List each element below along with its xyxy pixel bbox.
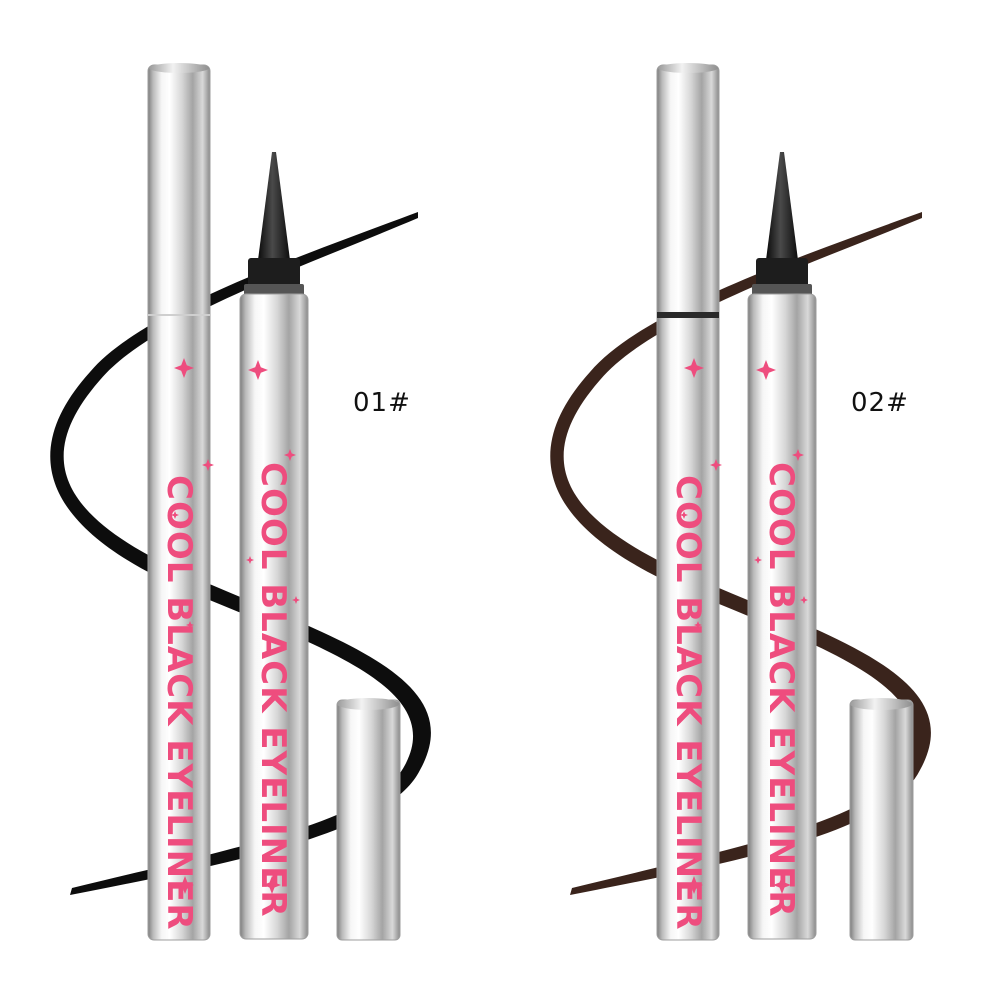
cap-1 bbox=[336, 698, 401, 941]
sparkle-icon bbox=[171, 511, 179, 519]
cap-2 bbox=[849, 698, 914, 941]
sparkle-icon bbox=[694, 621, 702, 629]
sparkle-icon bbox=[800, 596, 808, 604]
sparkle-icon bbox=[284, 449, 296, 461]
sparkle-icon bbox=[292, 596, 300, 604]
barrel-text: COOL BLACK EYELINER bbox=[761, 462, 801, 918]
sparkle-icon bbox=[710, 459, 722, 471]
sparkle-icon bbox=[684, 358, 704, 378]
liner-stroke-brown bbox=[550, 212, 931, 895]
sparkle-icon bbox=[754, 556, 762, 564]
capped-pen-2: COOL BLACK EYELINER bbox=[656, 63, 720, 941]
sparkle-icon bbox=[246, 556, 254, 564]
sparkle-icon bbox=[773, 876, 791, 894]
capped-pen-1: COOL BLACK EYELINER bbox=[147, 63, 211, 941]
sparkle-icon bbox=[680, 511, 688, 519]
sparkle-icon bbox=[756, 360, 776, 380]
sparkle-icon bbox=[174, 358, 194, 378]
liner-stroke-black bbox=[50, 212, 431, 895]
barrel-text: COOL BLACK EYELINER bbox=[668, 475, 708, 931]
sparkle-icon bbox=[263, 876, 281, 894]
sparkle-icon bbox=[176, 876, 194, 894]
sparkle-decorations bbox=[171, 358, 808, 894]
sparkle-icon bbox=[685, 876, 703, 894]
shade-label-02: 02# bbox=[851, 388, 909, 418]
sparkle-icon bbox=[248, 360, 268, 380]
open-pen-1: COOL BLACK EYELINER bbox=[239, 152, 309, 940]
barrel-text: COOL BLACK EYELINER bbox=[159, 475, 199, 931]
sparkle-icon bbox=[792, 449, 804, 461]
open-pen-2: COOL BLACK EYELINER bbox=[747, 152, 817, 940]
sparkle-icon bbox=[186, 621, 194, 629]
shade-label-01: 01# bbox=[353, 388, 411, 418]
sparkle-icon bbox=[202, 459, 214, 471]
barrel-text: COOL BLACK EYELINER bbox=[253, 462, 293, 918]
